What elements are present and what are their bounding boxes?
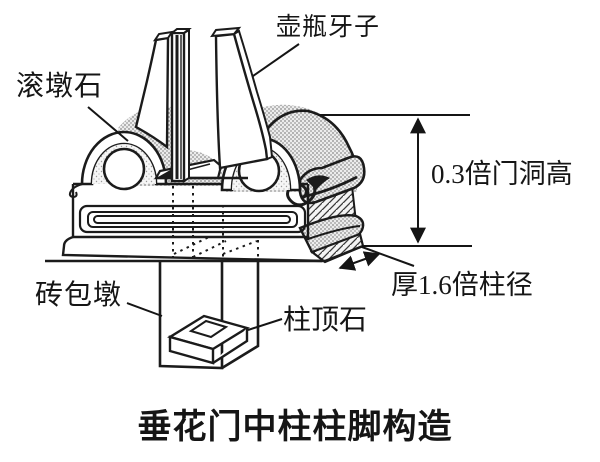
leader-lines [87, 43, 300, 331]
drum-stone-left [80, 130, 168, 191]
leader-hupingyazi [252, 43, 300, 77]
dimension-height [318, 114, 472, 247]
base-platform [61, 182, 326, 263]
center-column [169, 28, 192, 183]
vase-bracket-right [210, 26, 274, 170]
panel-inner [87, 211, 298, 228]
label-vase-bracket: 壶瓶牙子 [276, 14, 381, 41]
panel-outer [78, 204, 307, 234]
dim-arrow-slant [338, 251, 381, 271]
label-height-dimension: 0.3倍门洞高 [431, 159, 573, 189]
label-column-top-stone: 柱顶石 [283, 305, 368, 336]
leader-gundunshi [87, 106, 129, 142]
label-brick-pier: 砖包墩 [35, 280, 123, 311]
caption: 垂花门中柱柱脚构造 [137, 409, 453, 446]
label-thickness-dimension: 厚1.6倍柱径 [391, 270, 533, 300]
scroll-volute [286, 179, 317, 207]
hidden-lines [172, 186, 259, 260]
plinth [61, 235, 326, 263]
brick-pier [158, 261, 260, 370]
label-drum-stone: 滚墩石 [16, 71, 104, 102]
extension-line-slant [361, 246, 415, 267]
dimension-thickness [338, 246, 415, 271]
vase-bracket-left [134, 30, 175, 150]
column-top-stone [167, 314, 250, 365]
leader-zhudingshi [247, 318, 283, 331]
left-end-curl [68, 182, 88, 199]
drum-circle [102, 147, 146, 191]
leader-zhuanbaodun [126, 302, 163, 317]
